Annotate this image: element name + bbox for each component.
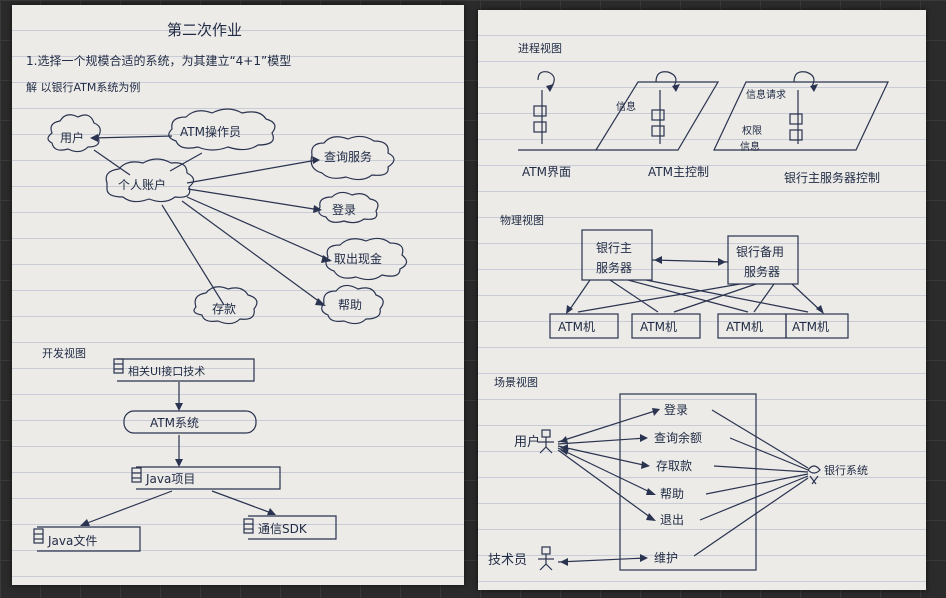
dev-view-arrowheads bbox=[80, 403, 276, 526]
node-withdraw: 取出现金 bbox=[334, 251, 382, 266]
actor-figures bbox=[538, 429, 821, 571]
dev-java-project: Java项目 bbox=[145, 472, 195, 486]
cloud-user bbox=[47, 114, 101, 153]
use-case-maintenance: 维护 bbox=[654, 551, 678, 565]
node-query-service: 查询服务 bbox=[324, 149, 372, 164]
lane-label-atm-main-control: ATM主控制 bbox=[648, 165, 709, 179]
process-msg-info-1: 信息 bbox=[616, 100, 636, 113]
cloud-withdraw bbox=[325, 237, 408, 281]
answer-intro: 解 以银行ATM系统为例 bbox=[26, 80, 140, 94]
process-view-heading: 进程视图 bbox=[518, 41, 562, 55]
dev-view-heading: 开发视图 bbox=[42, 346, 86, 360]
dev-java-files: Java文件 bbox=[47, 533, 97, 548]
node-help: 帮助 bbox=[338, 298, 362, 312]
lane-label-bank-server-control: 银行主服务器控制 bbox=[784, 170, 880, 185]
cloud-query-service bbox=[310, 135, 395, 181]
left-page-drawing: 第二次作业 1.选择一个规模合适的系统，为其建立“4+1”模型 解 以银行ATM… bbox=[26, 21, 408, 552]
cloud-atm-operator bbox=[168, 108, 276, 151]
notebook-page-left: 第二次作业 1.选择一个规模合适的系统，为其建立“4+1”模型 解 以银行ATM… bbox=[12, 5, 464, 585]
process-lanes bbox=[518, 81, 889, 151]
use-case-query-balance: 查询余额 bbox=[654, 430, 702, 445]
atm-machine-4: ATM机 bbox=[792, 320, 829, 334]
node-user: 用户 bbox=[60, 130, 84, 145]
scenario-user-links bbox=[557, 409, 659, 563]
node-login: 登录 bbox=[332, 202, 356, 217]
node-atm-operator: ATM操作员 bbox=[180, 124, 241, 139]
actor-bank-system-label: 银行系统 bbox=[824, 463, 868, 477]
scenario-view-heading: 场景视图 bbox=[494, 375, 538, 389]
physical-view-heading: 物理视图 bbox=[500, 213, 544, 227]
cloud-personal-account bbox=[105, 158, 195, 203]
physical-nodes bbox=[549, 229, 849, 339]
process-loop-arrows bbox=[546, 84, 818, 92]
dev-comm-sdk: 通信SDK bbox=[258, 522, 308, 536]
server-backup-line2: 服务器 bbox=[744, 264, 780, 279]
use-case-login: 登录 bbox=[664, 402, 688, 417]
dev-view-boxes bbox=[37, 358, 337, 552]
dev-atm-system: ATM系统 bbox=[150, 416, 199, 430]
node-personal-account: 个人账户 bbox=[118, 177, 166, 192]
process-msg-info-request: 信息请求 bbox=[746, 88, 786, 101]
server-backup-line1: 银行备用 bbox=[736, 245, 784, 259]
scenario-bank-links bbox=[693, 409, 809, 557]
scenario-view: 场景视图 bbox=[488, 375, 868, 571]
package-icons bbox=[33, 358, 254, 544]
question-text: 1.选择一个规模合适的系统，为其建立“4+1”模型 bbox=[26, 53, 291, 68]
physical-view: 物理视图 bbox=[500, 213, 849, 339]
physical-arrowheads bbox=[566, 256, 824, 314]
use-case-help: 帮助 bbox=[660, 487, 684, 501]
server-main-line1: 银行主 bbox=[596, 241, 632, 255]
process-msg-info-2: 信息 bbox=[740, 140, 760, 153]
atm-machine-1: ATM机 bbox=[558, 320, 595, 334]
process-view: 进程视图 bbox=[518, 41, 889, 185]
use-case-deposit-withdraw: 存取款 bbox=[656, 459, 692, 473]
development-view: 开发视图 bbox=[33, 346, 337, 552]
actor-technician-label: 技术员 bbox=[488, 553, 527, 568]
assignment-title: 第二次作业 bbox=[167, 21, 242, 39]
cloud-help bbox=[321, 284, 384, 325]
scenario-arrowheads bbox=[560, 408, 660, 566]
notebook-page-right: 进程视图 bbox=[478, 10, 926, 590]
lane-label-atm-ui: ATM界面 bbox=[522, 165, 571, 179]
node-deposit: 存款 bbox=[212, 302, 236, 316]
server-main-line2: 服务器 bbox=[596, 260, 632, 275]
cloud-deposit bbox=[193, 286, 258, 325]
use-case-logout: 退出 bbox=[660, 513, 684, 527]
atm-machine-2: ATM机 bbox=[640, 320, 677, 334]
dev-ui-interface: 相关UI接口技术 bbox=[128, 364, 205, 378]
process-lifelines bbox=[533, 71, 815, 144]
actor-user-label: 用户 bbox=[514, 434, 540, 450]
use-case-arrowheads bbox=[90, 134, 332, 306]
cloud-login bbox=[318, 191, 379, 224]
atm-machine-3: ATM机 bbox=[726, 320, 763, 334]
use-case-connections bbox=[91, 135, 331, 306]
right-page-drawing: 进程视图 bbox=[488, 41, 889, 571]
use-case-view: 用户 ATM操作员 个人账户 查询服务 登录 取出现金 bbox=[47, 108, 408, 325]
process-msg-permission: 权限 bbox=[742, 124, 762, 137]
system-boundary bbox=[619, 393, 757, 571]
physical-links bbox=[567, 259, 823, 313]
